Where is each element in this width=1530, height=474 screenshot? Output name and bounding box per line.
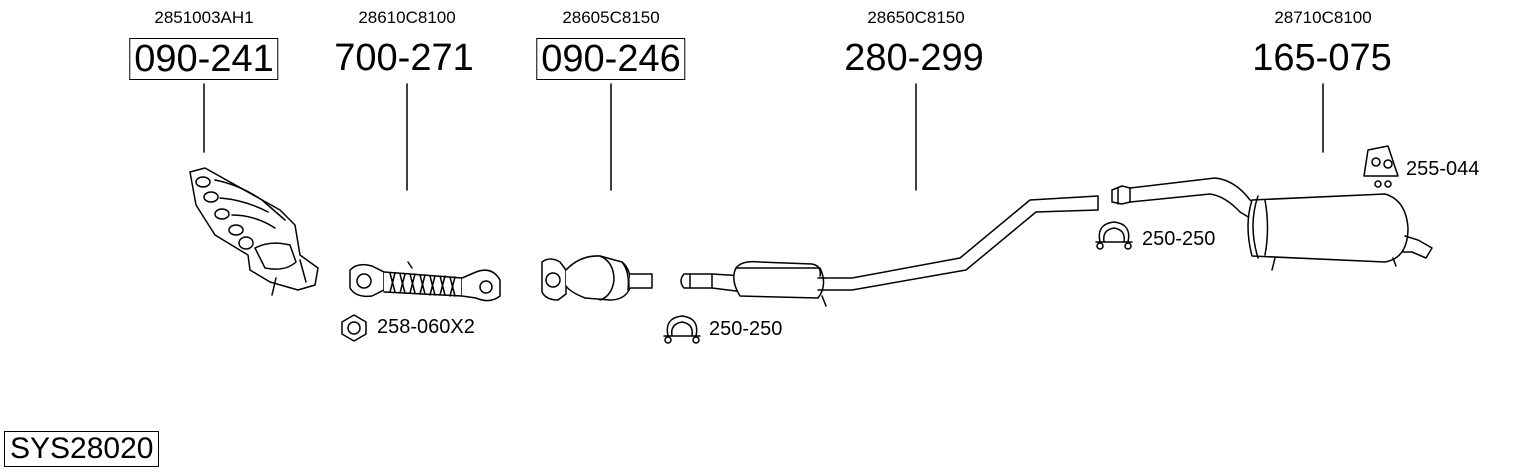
accessory-label-clamp-1[interactable]: 250-250 xyxy=(709,318,783,340)
accessory-label-nut[interactable]: 258-060X2 xyxy=(377,316,475,338)
accessory-label-clamp-2[interactable]: 250-250 xyxy=(1142,228,1216,250)
rubber-hanger-icon xyxy=(1363,145,1399,188)
oem-number-5: 28710C8100 xyxy=(1274,8,1372,27)
pipe-clamp-icon-2 xyxy=(1095,221,1133,250)
part-number-4[interactable]: 280-299 xyxy=(844,37,984,79)
center-pipe-part xyxy=(680,195,1099,307)
oem-number-4: 28650C8150 xyxy=(867,8,965,27)
oem-number-1: 2851003AH1 xyxy=(154,8,254,27)
part-number-3[interactable]: 090-246 xyxy=(536,38,686,80)
part-number-1[interactable]: 090-241 xyxy=(129,38,279,80)
part-number-2[interactable]: 700-271 xyxy=(334,37,474,79)
exhaust-manifold-part xyxy=(189,167,319,296)
pipe-clamp-icon-1 xyxy=(663,315,701,344)
catalytic-converter-part xyxy=(541,255,653,301)
part-number-5[interactable]: 165-075 xyxy=(1252,37,1392,79)
accessory-label-hanger[interactable]: 255-044 xyxy=(1406,158,1480,180)
rear-silencer-part xyxy=(1111,177,1433,271)
system-code: SYS28020 xyxy=(4,431,160,467)
oem-number-3: 28605C8150 xyxy=(562,8,660,27)
hex-nut-icon xyxy=(341,314,367,342)
flex-pipe-part xyxy=(349,261,501,302)
oem-number-2: 28610C8100 xyxy=(358,8,456,27)
